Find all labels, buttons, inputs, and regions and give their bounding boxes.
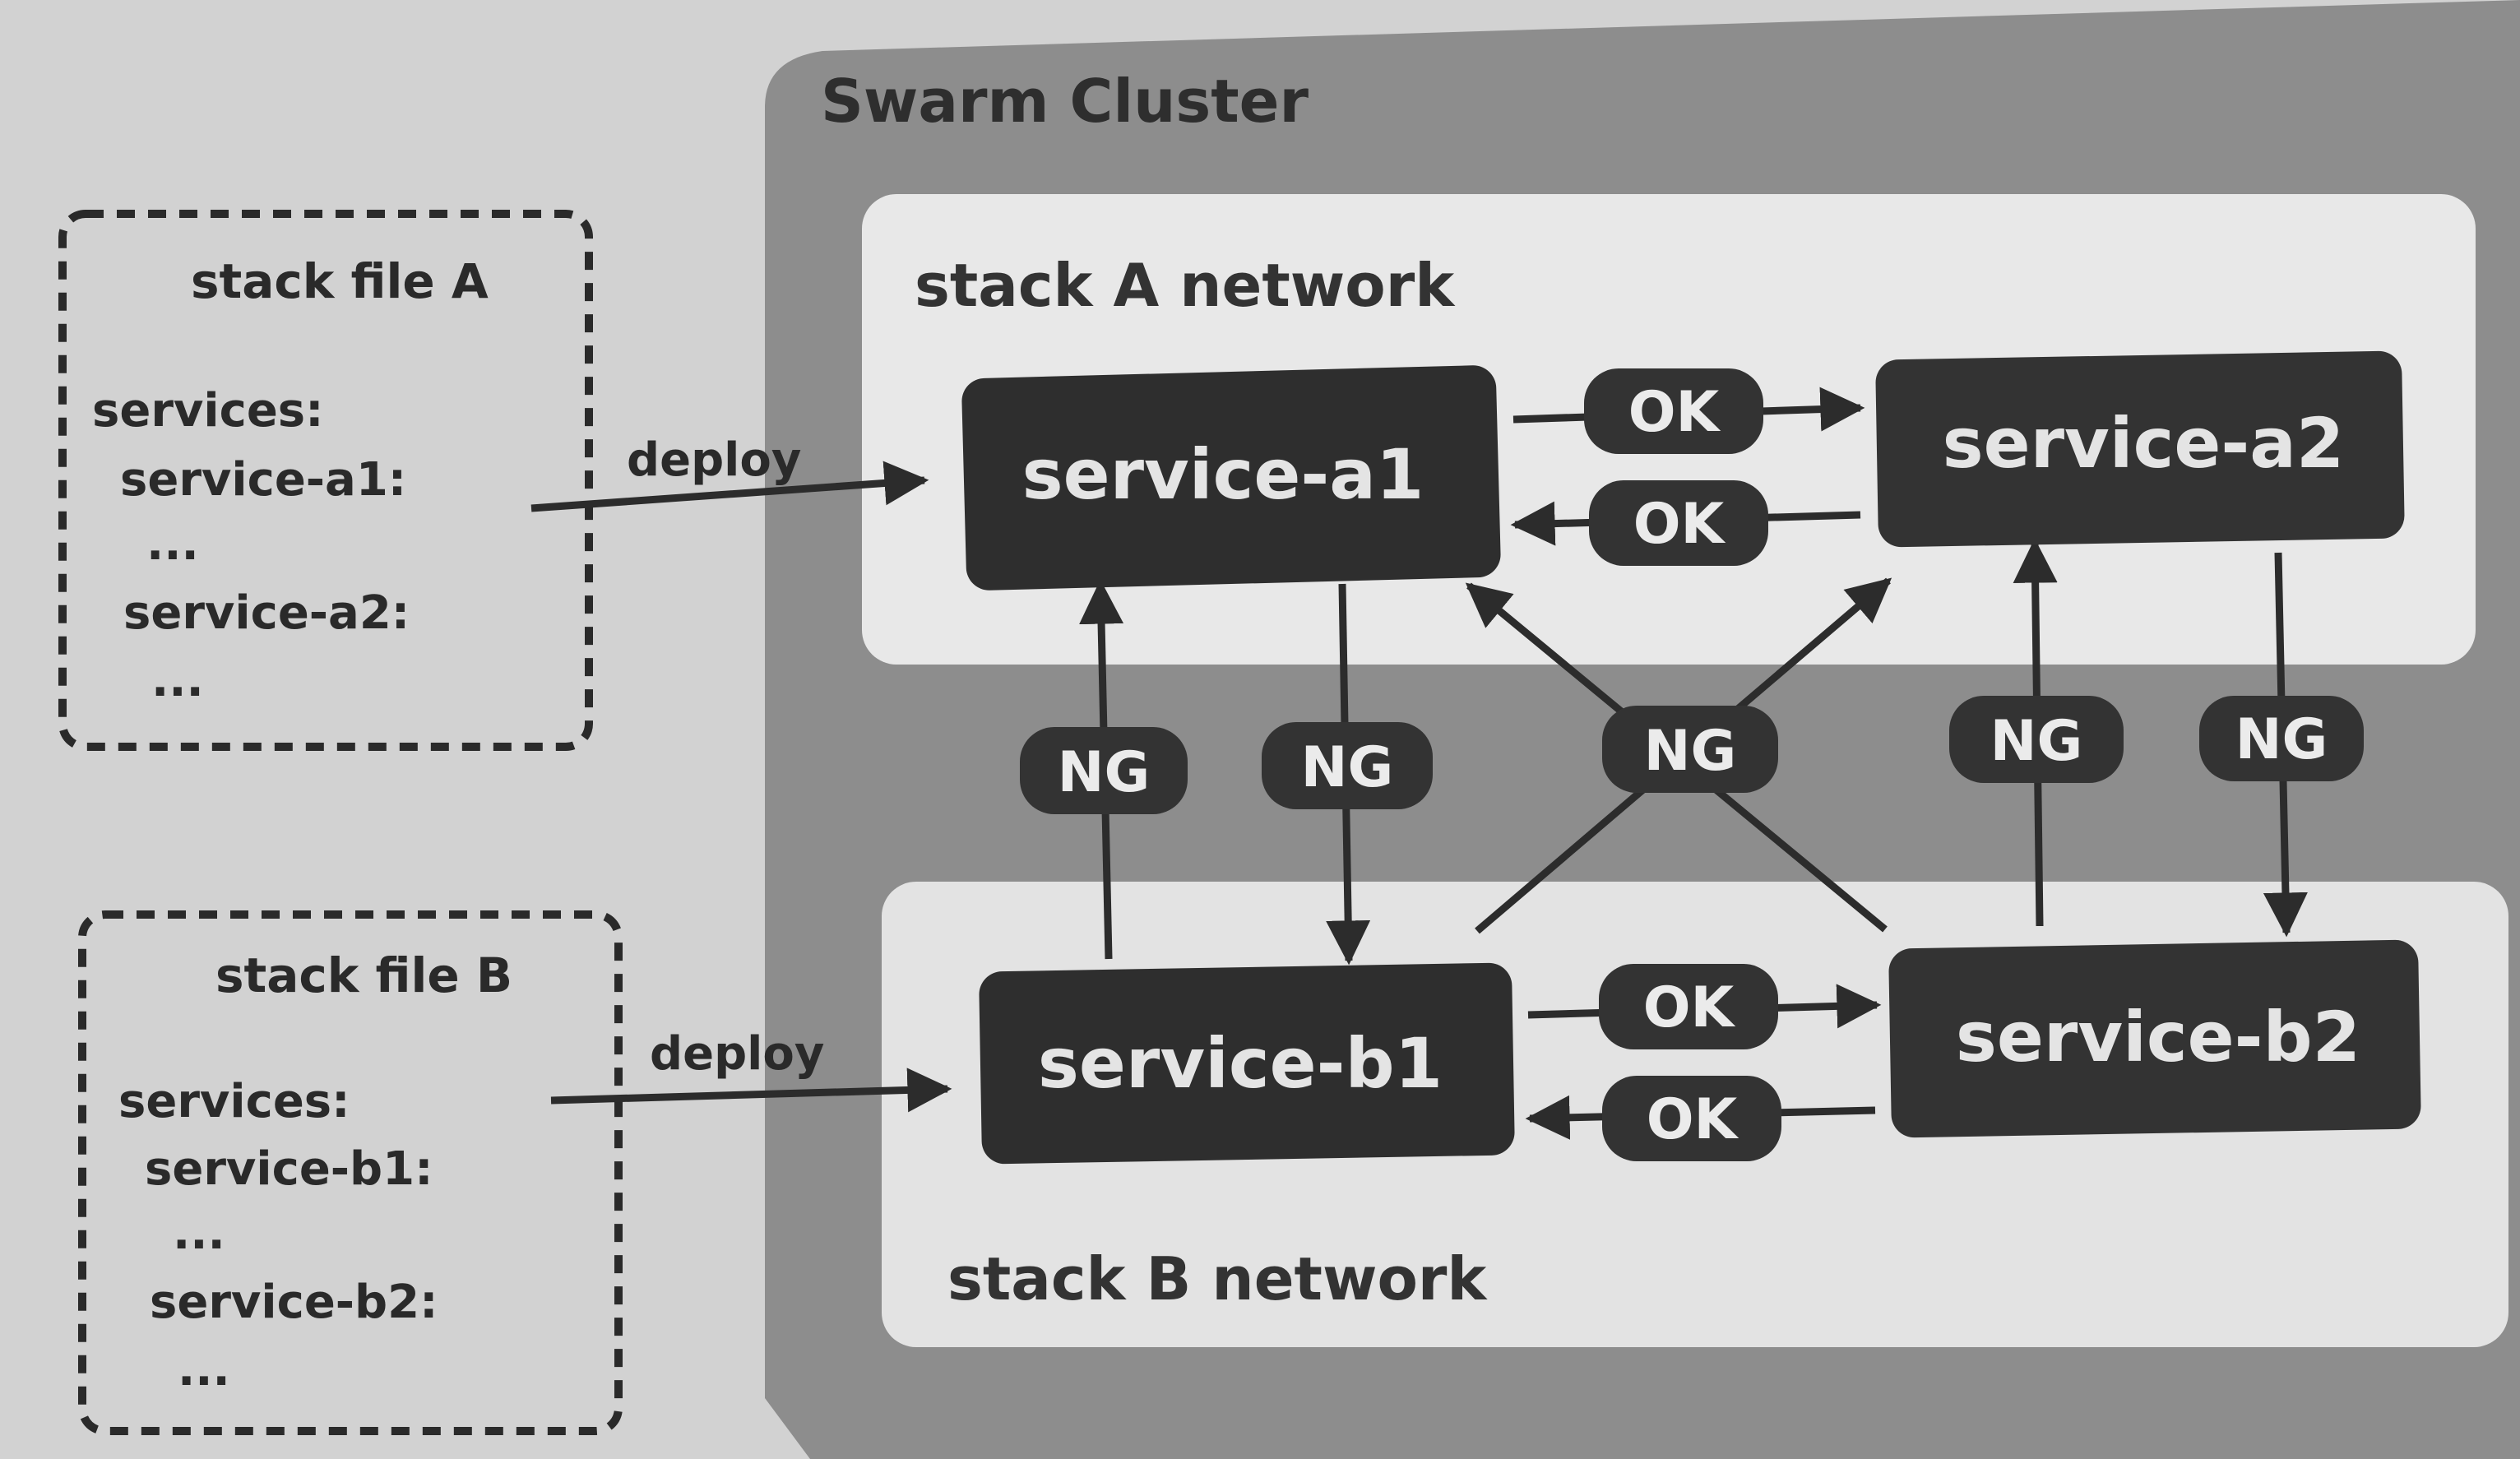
badge-label: NG xyxy=(1990,709,2083,774)
deploy-label-a: deploy xyxy=(627,433,801,487)
stack-file-b-line: ... xyxy=(178,1343,230,1396)
stack-file-a-line: ... xyxy=(151,654,204,707)
stack-file-a-title: stack file A xyxy=(191,253,489,309)
service-a2-label: service-a2 xyxy=(1943,403,2345,484)
stack-a-network-label: stack A network xyxy=(915,251,1456,320)
stack-file-a-line: services: xyxy=(92,384,324,438)
badge-label: NG xyxy=(1644,719,1737,784)
deploy-arrow-a xyxy=(530,461,929,512)
stack-file-b-line: service-b1: xyxy=(145,1142,433,1196)
badge-label: NG xyxy=(1301,735,1394,800)
stack-file-a-line: service-a1: xyxy=(120,453,406,507)
badge-ng-a1-to-b1: NG xyxy=(1262,722,1433,809)
badge-ng-cross: NG xyxy=(1602,706,1778,793)
stack-file-a: stack file A services: service-a1: ... s… xyxy=(58,210,593,751)
deploy-arrow-b xyxy=(550,1068,952,1113)
badge-shape xyxy=(1602,706,1778,793)
deploy-label-b: deploy xyxy=(650,1027,824,1081)
badge-label: OK xyxy=(1647,1087,1739,1152)
badge-ng-b2-to-a2: NG xyxy=(1949,696,2124,783)
stack-file-b-border xyxy=(78,910,623,1435)
badge-shape xyxy=(1584,368,1763,454)
service-a1-shape xyxy=(961,365,1501,591)
badge-ok-a1-to-a2: OK xyxy=(1584,368,1763,454)
stack-file-b-line: ... xyxy=(173,1207,225,1260)
swarm-cluster-title: Swarm Cluster xyxy=(821,67,1309,136)
service-b2-label: service-b2 xyxy=(1956,997,2360,1077)
stack-file-a-border xyxy=(58,210,593,751)
badge-label: OK xyxy=(1633,492,1726,557)
service-a2-box: service-a2 xyxy=(1875,350,2405,548)
service-a2-shape xyxy=(1875,350,2405,548)
stack-file-a-line: ... xyxy=(146,517,199,571)
stack-file-b-title: stack file B xyxy=(215,947,512,1003)
badge-shape xyxy=(2199,696,2364,781)
stack-file-b-line: service-b2: xyxy=(150,1276,438,1329)
stack-file-a-line: service-a2: xyxy=(123,586,410,640)
stack-b-network-label: stack B network xyxy=(947,1244,1488,1313)
service-b1-label: service-b1 xyxy=(1038,1023,1443,1104)
badge-ok-b2-to-b1: OK xyxy=(1602,1076,1781,1161)
badge-shape xyxy=(1949,696,2124,783)
badge-ng-b1-to-a1: NG xyxy=(1020,727,1188,814)
badge-label: NG xyxy=(1058,740,1151,805)
badge-shape xyxy=(1602,1076,1781,1161)
badge-shape xyxy=(1589,480,1768,566)
badge-shape xyxy=(1262,722,1433,809)
badge-ng-a2-to-b2: NG xyxy=(2199,696,2364,781)
service-b1-box: service-b1 xyxy=(979,962,1515,1165)
badge-label: NG xyxy=(2235,707,2328,772)
stack-file-b: stack file B services: service-b1: ... s… xyxy=(78,910,623,1435)
service-a1-box: service-a1 xyxy=(961,365,1501,591)
service-b1-shape xyxy=(979,962,1515,1165)
stack-file-b-line: services: xyxy=(118,1075,350,1128)
service-a1-label: service-a1 xyxy=(1022,434,1424,515)
badge-label: OK xyxy=(1628,380,1721,445)
badge-label: OK xyxy=(1643,975,1736,1040)
badge-shape xyxy=(1599,964,1778,1049)
service-b2-box: service-b2 xyxy=(1888,939,2421,1138)
badge-ok-b1-to-b2: OK xyxy=(1599,964,1778,1049)
badge-ok-a2-to-a1: OK xyxy=(1589,480,1768,566)
badge-shape xyxy=(1020,727,1188,814)
service-b2-shape xyxy=(1888,939,2421,1138)
